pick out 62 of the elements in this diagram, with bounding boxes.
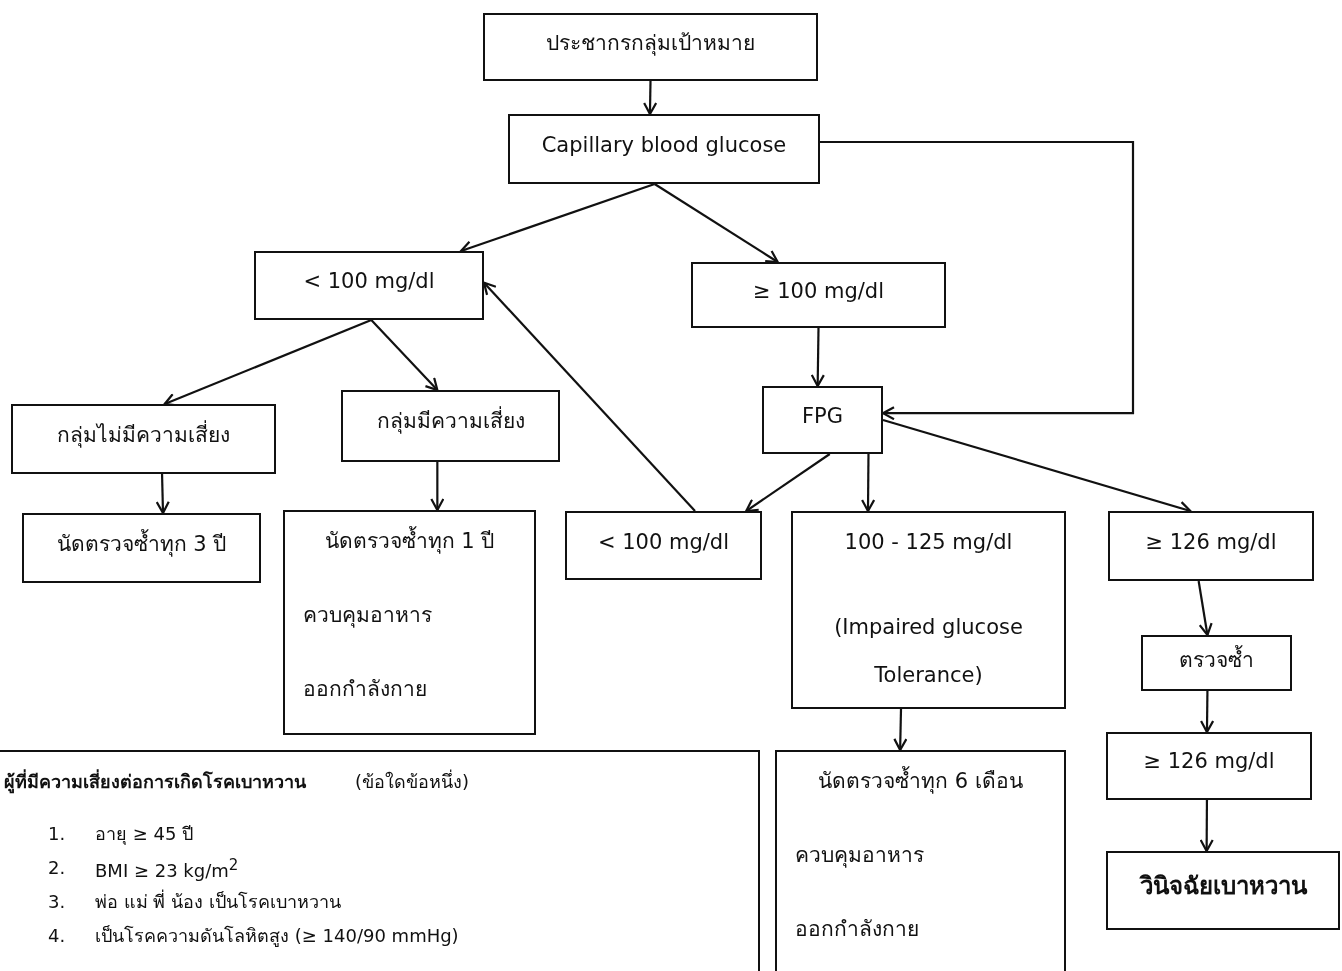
process-box (508, 114, 820, 184)
arrow (861, 454, 876, 513)
criteria-item: เป็นโรคความดันโลหิตสูง (≥ 140/90 mmHg) (95, 924, 459, 948)
list-number: 4. (48, 924, 66, 948)
box-text: ≥ 100 mg/dl (751, 278, 886, 305)
criteria-box (0, 750, 760, 971)
criteria-item: พ่อ แม่ พี่ น้อง เป็นโรคเบาหวาน (95, 890, 341, 914)
arrow (643, 81, 658, 116)
criteria-note: (ข้อใดข้อหนึ่ง) (355, 770, 470, 794)
arrow (654, 183, 779, 264)
box-text: 100 - 125 mg/dl (843, 529, 1014, 556)
process-box (1108, 511, 1314, 581)
box-text: (Impaired glucose Tolerance) (833, 614, 1024, 690)
box-text: นัดตรวจซ้ำทุก 1 ปี (285, 528, 534, 556)
arrow (155, 473, 170, 515)
process-box (791, 511, 1066, 709)
box-text: ควบคุมอาหาร (303, 602, 432, 630)
box-text: ≥ 126 mg/dl (1144, 529, 1278, 556)
arrow (810, 328, 825, 388)
box-text: ควบคุมอาหาร (795, 842, 924, 870)
process-box (11, 404, 276, 474)
box-text: Capillary blood glucose (540, 132, 788, 159)
list-number: 1. (48, 822, 66, 846)
arrow (1199, 691, 1215, 734)
list-number: 2. (48, 856, 66, 880)
arrow (820, 140, 1135, 421)
arrow (430, 462, 445, 512)
criteria-item: BMI ≥ 23 kg/m$^{2}$ (95, 856, 239, 883)
box-text: กลุ่มมีความเสี่ยง (343, 408, 558, 436)
arrow (745, 453, 831, 513)
process-box (775, 750, 1066, 971)
process-box (483, 13, 818, 81)
box-text: วินิจฉัยเบาหวาน (1138, 871, 1308, 902)
criteria-heading: ผู้ที่มีความเสี่ยงต่อการเกิดโรคเบาหวาน (4, 770, 306, 794)
box-text: ตรวจซ้ำ (1143, 647, 1290, 675)
box-text: กลุ่มไม่มีความเสี่ยง (13, 422, 274, 450)
process-box (22, 513, 261, 583)
criteria-item: อายุ ≥ 45 ปี (95, 822, 194, 846)
box-text: ออกกำลังกาย (795, 916, 919, 943)
box-text: < 100 mg/dl (302, 268, 436, 295)
process-box (1106, 732, 1312, 800)
process-box (691, 262, 946, 328)
process-box (762, 386, 883, 454)
box-text: ≥ 126 mg/dl (1142, 748, 1276, 775)
process-box (1141, 635, 1292, 691)
process-box (565, 511, 762, 580)
box-text: ประชากรกลุ่มเป้าหมาย (545, 30, 756, 58)
box-text: < 100 mg/dl (596, 529, 731, 556)
process-box (254, 251, 484, 320)
arrow (370, 319, 439, 392)
box-text: FPG (801, 403, 844, 430)
box-text: ออกกำลังกาย (303, 676, 427, 703)
arrow (163, 319, 372, 407)
process-box (283, 510, 536, 735)
arrow (1197, 580, 1213, 637)
arrow (893, 708, 908, 752)
box-text: นัดตรวจซ้ำทุก 3 ปี (24, 531, 259, 559)
process-box (1106, 851, 1340, 930)
process-box (341, 390, 560, 462)
box-text: นัดตรวจซ้ำทุก 6 เดือน (777, 768, 1064, 796)
list-number: 3. (48, 890, 66, 914)
arrow (1199, 800, 1214, 853)
